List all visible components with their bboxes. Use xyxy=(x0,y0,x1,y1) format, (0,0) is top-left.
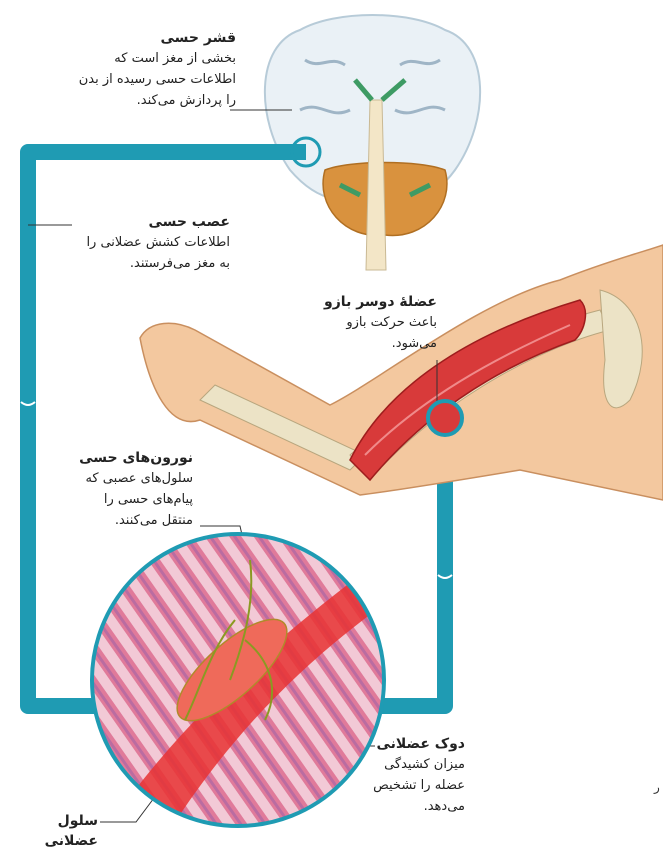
label-sensory-nerve: عصب حسی اطلاعات کشش عضلانی را به مغز می‌… xyxy=(40,212,230,274)
label-sensory-cortex: قشر حسی بخشی از مغز است که اطلاعات حسی ر… xyxy=(36,28,236,111)
spindle-line-1: میزان کشیدگی xyxy=(345,754,465,775)
neurons-line-2: پیام‌های حسی را xyxy=(23,489,193,510)
cortex-line-3: را پردازش می‌کند. xyxy=(36,90,236,111)
arm-illustration xyxy=(140,245,663,500)
biceps-line-1: باعث حرکت بازو xyxy=(277,312,437,333)
nerve-line-2: به مغز می‌فرستند. xyxy=(40,253,230,274)
label-sensory-neurons: نورون‌های حسی سلول‌های عصبی که پیام‌های … xyxy=(23,448,193,531)
cortex-line-1: بخشی از مغز است که xyxy=(36,48,236,69)
cortex-title: قشر حسی xyxy=(36,28,236,48)
label-muscle-spindle: دوک عضلانی میزان کشیدگی عضله را تشخیص می… xyxy=(345,734,465,817)
biceps-title: عضلهٔ دوسر بازو xyxy=(277,292,437,312)
label-biceps: عضلهٔ دوسر بازو باعث حرکت بازو می‌شود. xyxy=(277,292,437,354)
neurons-title: نورون‌های حسی xyxy=(23,448,193,468)
stray-mark: ر xyxy=(654,780,660,794)
cortex-line-2: اطلاعات حسی رسیده از بدن xyxy=(36,69,236,90)
nerve-title: عصب حسی xyxy=(40,212,230,232)
nerve-line-1: اطلاعات کشش عضلانی را xyxy=(40,232,230,253)
neurons-line-3: منتقل می‌کنند. xyxy=(23,510,193,531)
biceps-line-2: می‌شود. xyxy=(277,333,437,354)
spindle-title: دوک عضلانی xyxy=(345,734,465,754)
spindle-line-2: عضله را تشخیص xyxy=(345,775,465,796)
neurons-line-1: سلول‌های عصبی که xyxy=(23,468,193,489)
label-muscle-cell: سلول عضلانی xyxy=(0,811,98,851)
muscle-cell-title: سلول عضلانی xyxy=(0,811,98,851)
spindle-line-3: می‌دهد. xyxy=(345,796,465,817)
